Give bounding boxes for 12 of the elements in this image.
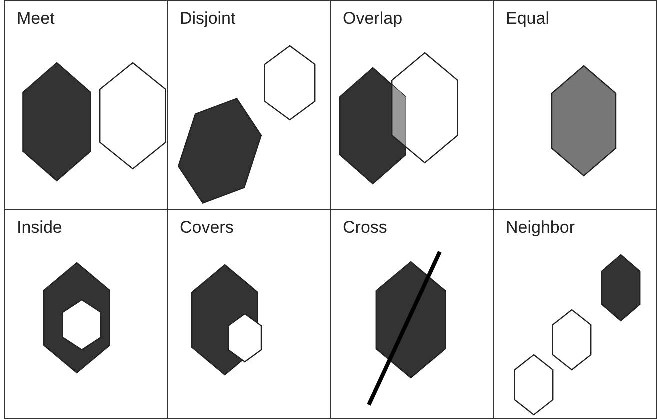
panel-title: Cross (343, 218, 388, 238)
panel-title: Disjoint (180, 9, 236, 29)
panel (493, 0, 657, 210)
panel-title: Covers (180, 218, 234, 238)
panel (4, 0, 168, 210)
panel (493, 209, 657, 419)
panel-title: Meet (17, 9, 55, 29)
panel-title: Equal (506, 9, 550, 29)
panel-title: Neighbor (506, 218, 575, 238)
panel-title: Overlap (343, 9, 403, 29)
panel (4, 209, 168, 419)
panel-title: Inside (17, 218, 62, 238)
